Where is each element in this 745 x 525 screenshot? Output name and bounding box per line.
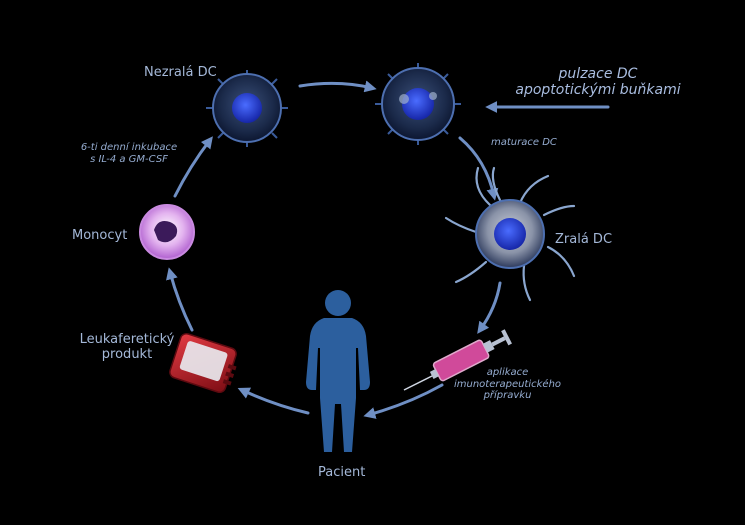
blood-bag-icon bbox=[169, 332, 237, 394]
label-pulsing: pulzace DC apoptotickými buňkami bbox=[508, 66, 688, 98]
label-leukapheresis-line2: produkt bbox=[101, 346, 153, 362]
label-incubation-line2: s IL-4 a GM-CSF bbox=[90, 153, 168, 165]
arrow-syringe-to-patient bbox=[363, 383, 444, 419]
label-immature-dc: Nezralá DC bbox=[144, 65, 217, 80]
label-application: aplikace imunoterapeutického přípravku bbox=[440, 367, 575, 402]
mature-dendritic-cell-icon bbox=[444, 166, 576, 302]
label-monocyte: Monocyt bbox=[72, 228, 128, 243]
arrow-bag-to-monocyte bbox=[166, 267, 194, 332]
label-patient: Pacient bbox=[318, 465, 366, 480]
label-incubation: 6-ti denní inkubace s IL-4 a GM-CSF bbox=[70, 142, 188, 165]
arrow-mature-to-syringe bbox=[477, 281, 502, 334]
arrow-monocyte-to-immature bbox=[173, 136, 213, 198]
arrow-patient-to-bag bbox=[237, 387, 310, 415]
syringe-icon bbox=[403, 329, 512, 391]
label-leukapheresis: Leukaferetický produkt bbox=[74, 332, 180, 363]
immature-dendritic-cell-icon bbox=[206, 70, 288, 147]
pulsed-dendritic-cell-icon bbox=[375, 63, 461, 145]
label-application-line1: aplikace bbox=[486, 367, 529, 378]
arrow-immature-to-pulsed bbox=[298, 80, 377, 93]
label-leukapheresis-line1: Leukaferetický bbox=[79, 332, 175, 347]
label-application-line3: přípravku bbox=[483, 390, 532, 401]
label-pulsing-line2: apoptotickými buňkami bbox=[515, 82, 681, 99]
monocyte-icon bbox=[139, 204, 195, 260]
cycle-arrows bbox=[166, 80, 610, 419]
label-maturation: maturace DC bbox=[491, 137, 557, 148]
label-incubation-line1: 6-ti denní inkubace bbox=[80, 142, 178, 153]
label-pulsing-line1: pulzace DC bbox=[558, 66, 638, 82]
label-application-line2: imunoterapeutického bbox=[453, 378, 562, 390]
label-mature-dc: Zralá DC bbox=[555, 232, 613, 247]
arrow-pulsed-to-mature bbox=[458, 136, 499, 201]
human-silhouette-icon bbox=[306, 290, 370, 452]
